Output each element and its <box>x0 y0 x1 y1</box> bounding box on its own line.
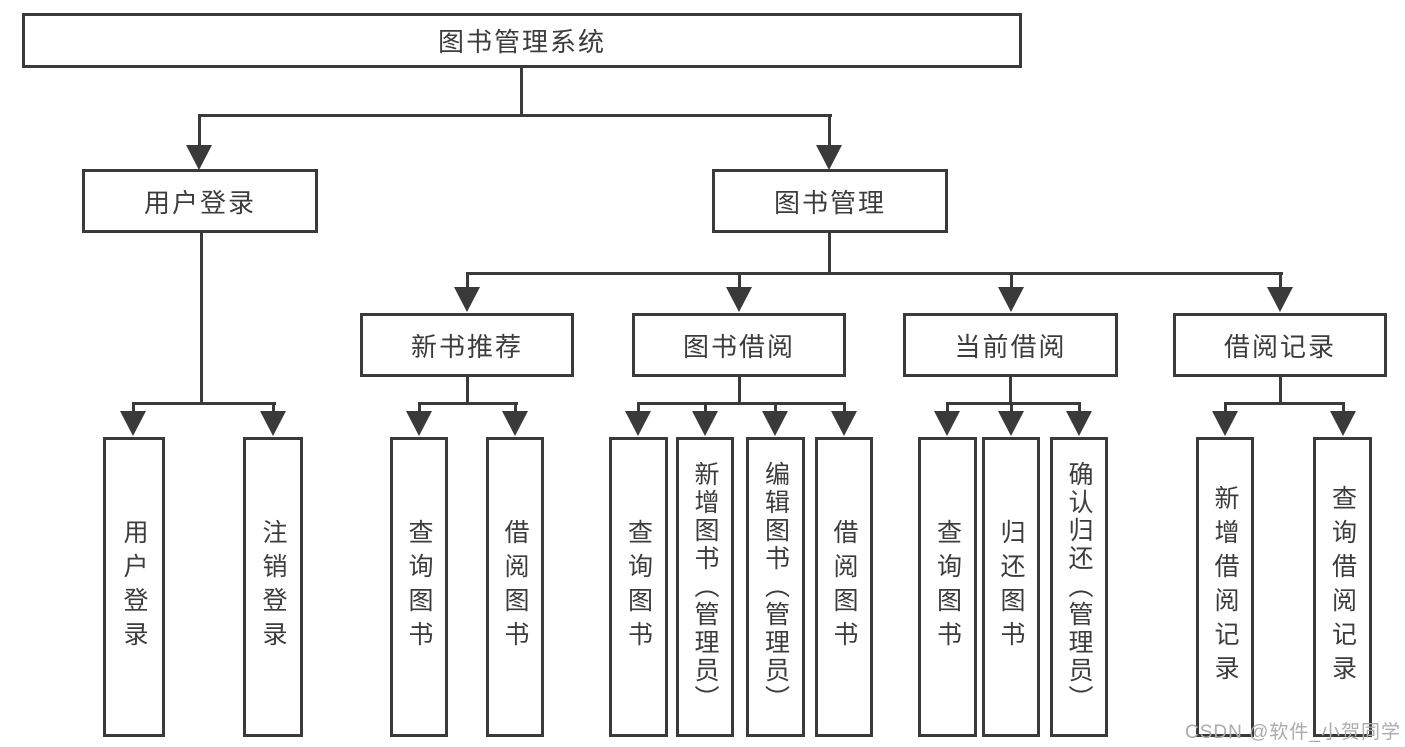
node-root: 图书管理系统 <box>22 13 1022 68</box>
node-current-borrowing-label: 当前借阅 <box>954 331 1067 362</box>
leaf-query-books-borrowing-label: 查询图书 <box>624 519 653 655</box>
leaf-edit-book-admin-label: 编辑图书（管理员） <box>761 461 790 713</box>
arrow-down-icon <box>260 411 286 436</box>
line-segment <box>1224 402 1344 405</box>
leaf-confirm-return-admin: 确认归还（管理员） <box>1050 437 1108 737</box>
line-segment <box>774 402 777 413</box>
leaf-query-books-recommend: 查询图书 <box>390 437 448 737</box>
line-segment <box>132 402 276 405</box>
leaf-edit-book-admin: 编辑图书（管理员） <box>746 437 805 737</box>
line-segment <box>466 377 469 402</box>
line-segment <box>828 114 831 147</box>
leaf-query-borrow-record-label: 查询借阅记录 <box>1328 485 1357 689</box>
line-segment <box>1224 402 1227 413</box>
arrow-down-icon <box>762 411 788 436</box>
node-book-management-label: 图书管理 <box>773 187 886 218</box>
node-book-borrowing-label: 图书借阅 <box>682 331 795 362</box>
arrow-down-icon <box>831 411 857 436</box>
line-segment <box>1078 402 1081 413</box>
line-segment <box>1009 377 1012 402</box>
arrow-down-icon <box>1330 411 1356 436</box>
csdn-watermark: CSDN @软件_小贺同学 <box>1185 722 1401 743</box>
arrow-down-icon <box>502 411 528 436</box>
line-segment <box>704 402 707 413</box>
line-segment <box>418 402 518 405</box>
arrow-down-icon <box>1066 411 1092 436</box>
node-book-borrowing: 图书借阅 <box>632 313 846 377</box>
leaf-query-borrow-record: 查询借阅记录 <box>1313 437 1372 737</box>
line-segment <box>1342 402 1345 413</box>
line-segment <box>946 402 1081 405</box>
leaf-return-book: 归还图书 <box>982 437 1040 737</box>
node-new-book-recommend: 新书推荐 <box>360 313 574 377</box>
leaf-user-login-label: 用户登录 <box>120 519 148 655</box>
line-segment <box>637 402 640 413</box>
line-segment <box>132 402 135 413</box>
leaf-query-books-recommend-label: 查询图书 <box>405 519 433 655</box>
node-borrowing-records: 借阅记录 <box>1173 313 1387 377</box>
line-segment <box>1010 402 1013 413</box>
line-segment <box>418 402 421 413</box>
leaf-query-books-current-label: 查询图书 <box>933 519 962 655</box>
node-user-login-label: 用户登录 <box>143 187 256 218</box>
node-root-label: 图书管理系统 <box>437 27 606 57</box>
leaf-return-book-label: 归还图书 <box>997 519 1025 655</box>
leaf-borrow-books-borrowing: 借阅图书 <box>815 437 873 737</box>
leaf-add-book-admin: 新增图书（管理员） <box>676 437 734 737</box>
arrow-down-icon <box>934 411 960 436</box>
node-book-management: 图书管理 <box>712 169 948 233</box>
arrow-down-icon <box>692 411 718 436</box>
line-segment <box>828 233 831 275</box>
line-segment <box>198 114 832 117</box>
arrow-down-icon <box>998 287 1024 312</box>
node-borrowing-records-label: 借阅记录 <box>1223 331 1336 362</box>
leaf-add-book-admin-label: 新增图书（管理员） <box>691 461 719 713</box>
line-segment <box>946 402 949 413</box>
line-segment <box>738 377 741 402</box>
leaf-borrow-books-recommend: 借阅图书 <box>486 437 544 737</box>
line-segment <box>272 402 275 413</box>
line-segment <box>1279 377 1282 402</box>
leaf-add-borrow-record-label: 新增借阅记录 <box>1211 485 1239 689</box>
line-segment <box>514 402 517 413</box>
arrow-down-icon <box>998 411 1024 436</box>
line-segment <box>738 272 741 288</box>
leaf-logout: 注销登录 <box>243 437 303 737</box>
leaf-query-books-current: 查询图书 <box>918 437 977 737</box>
line-segment <box>843 402 846 413</box>
node-new-book-recommend-label: 新书推荐 <box>410 331 523 362</box>
leaf-add-borrow-record: 新增借阅记录 <box>1196 437 1254 737</box>
leaf-user-login: 用户登录 <box>103 437 165 737</box>
leaf-borrow-books-borrowing-label: 借阅图书 <box>830 519 858 655</box>
leaf-logout-label: 注销登录 <box>259 519 287 655</box>
arrow-down-icon <box>816 145 842 170</box>
line-segment <box>200 233 203 405</box>
node-user-login: 用户登录 <box>82 169 318 233</box>
leaf-borrow-books-recommend-label: 借阅图书 <box>501 519 529 655</box>
arrow-down-icon <box>1212 411 1238 436</box>
arrow-down-icon <box>454 287 480 312</box>
line-segment <box>520 68 523 117</box>
arrow-down-icon <box>120 411 146 436</box>
line-segment <box>198 114 201 147</box>
arrow-down-icon <box>726 287 752 312</box>
node-current-borrowing: 当前借阅 <box>903 313 1118 377</box>
line-segment <box>1279 272 1282 288</box>
leaf-query-books-borrowing: 查询图书 <box>609 437 668 737</box>
leaf-confirm-return-admin-label: 确认归还（管理员） <box>1065 461 1093 713</box>
arrow-down-icon <box>625 411 651 436</box>
line-segment <box>466 272 469 288</box>
line-segment <box>1010 272 1013 288</box>
line-segment <box>466 272 1283 275</box>
line-segment <box>637 402 846 405</box>
arrow-down-icon <box>1267 287 1293 312</box>
arrow-down-icon <box>406 411 432 436</box>
arrow-down-icon <box>186 145 212 170</box>
